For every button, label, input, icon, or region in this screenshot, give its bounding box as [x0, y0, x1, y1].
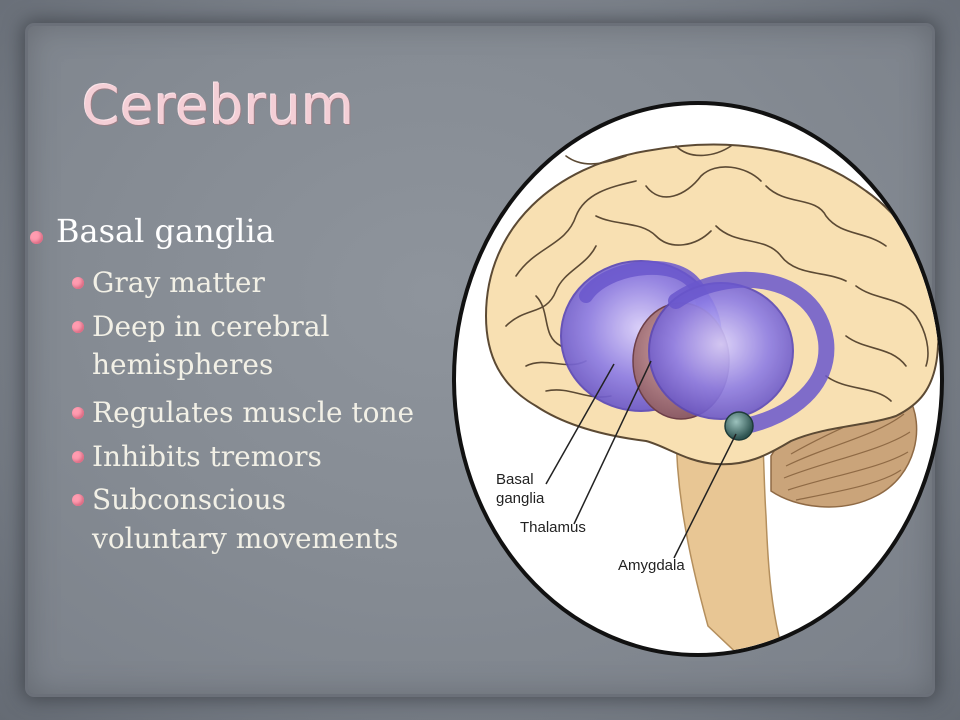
brain-illustration: Basal ganglia Thalamus Amygdala	[452, 101, 944, 657]
sub-bullet-dot	[72, 277, 84, 289]
label-basal-ganglia-line2: ganglia	[496, 490, 545, 507]
sub-bullet-continuation: hemispheres	[92, 348, 274, 381]
sub-bullet: Gray matter	[92, 266, 265, 299]
amygdala	[724, 411, 754, 441]
sub-bullet-dot	[72, 451, 84, 463]
sub-bullet: Subconscious	[92, 483, 286, 516]
slide-title: Cerebrum	[82, 74, 355, 137]
sub-bullet: Regulates muscle tone	[92, 396, 415, 429]
bullet-dot	[30, 231, 43, 244]
label-thalamus: Thalamus	[520, 519, 586, 536]
caudate-tail	[668, 271, 835, 434]
label-basal-ganglia: Basal	[496, 471, 534, 488]
sub-bullet-dot	[72, 321, 84, 333]
label-amygdala: Amygdala	[618, 557, 685, 574]
sub-bullet-continuation: voluntary movements	[92, 522, 399, 555]
sub-bullet: Inhibits tremors	[92, 440, 322, 473]
sub-bullet-dot	[72, 407, 84, 419]
bullet-main: Basal ganglia	[56, 212, 275, 250]
brainstem	[675, 425, 788, 653]
sub-bullet: Deep in cerebral	[92, 310, 330, 343]
brain-diagram: Basal ganglia Thalamus Amygdala	[446, 96, 950, 662]
sub-bullet-dot	[72, 494, 84, 506]
